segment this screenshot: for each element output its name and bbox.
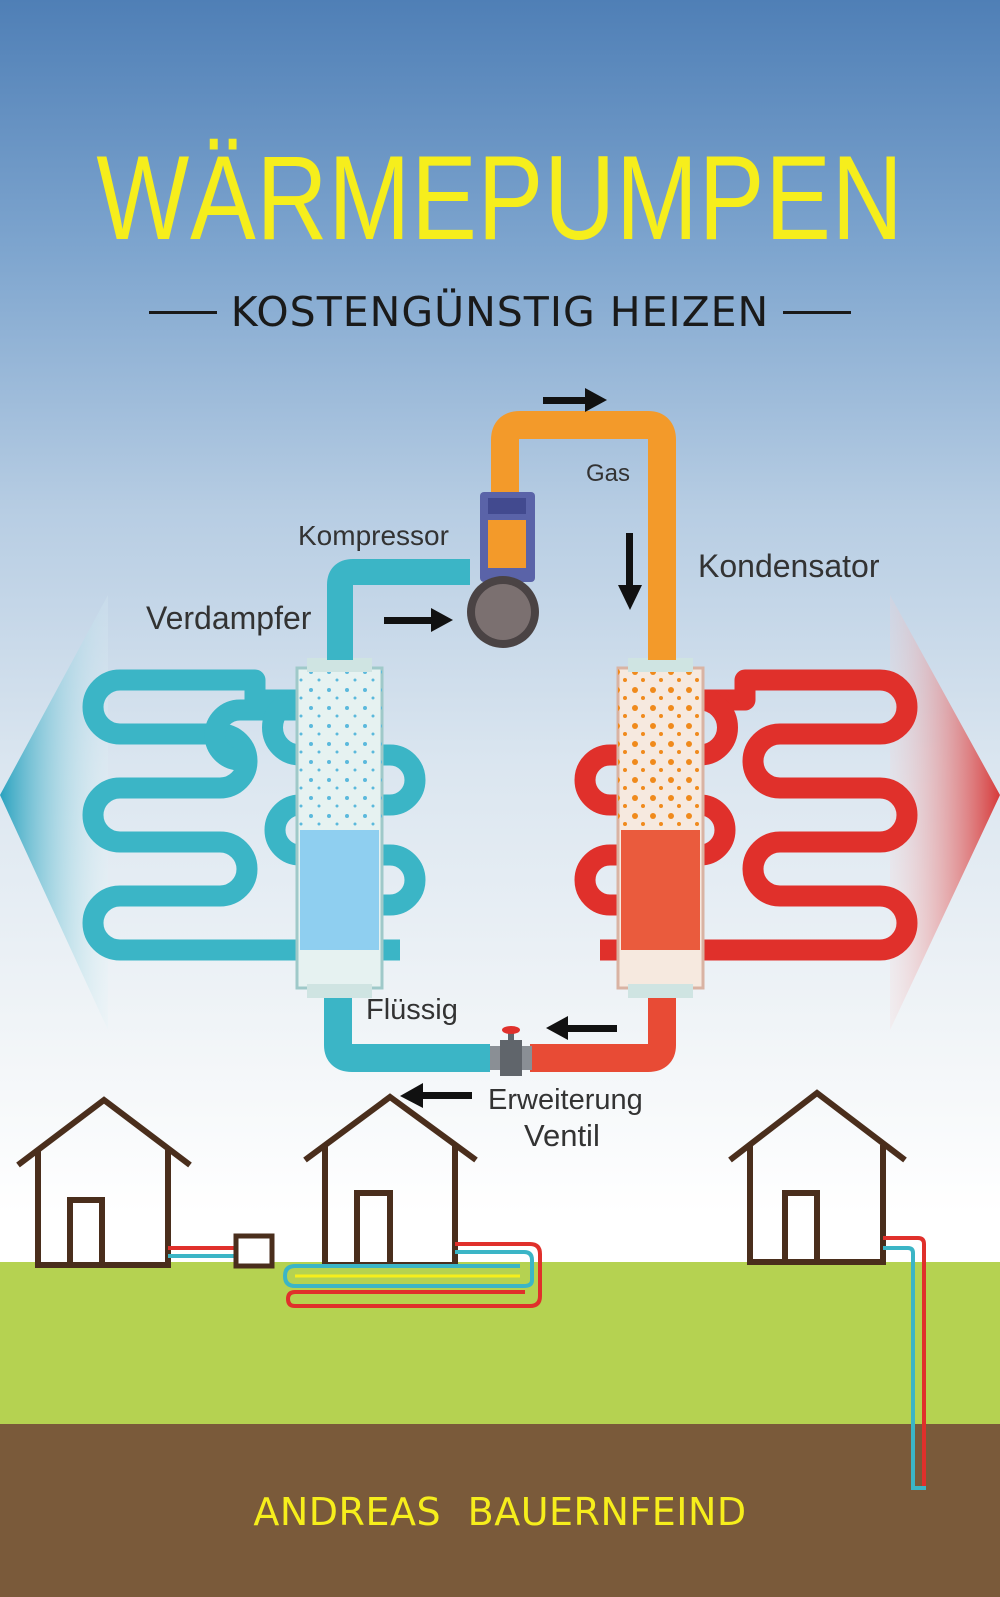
evaporator-liquid [300, 830, 379, 950]
liquid-pipe-blue [324, 998, 490, 1072]
flow-arrow-top [543, 388, 607, 412]
warm-air-arrow [890, 595, 1000, 1030]
compressor [467, 492, 539, 648]
label-ventil: Ventil [524, 1118, 600, 1153]
flow-arrow-down [618, 533, 642, 610]
ground-probe [883, 1236, 926, 1490]
outdoor-unit [233, 1233, 275, 1269]
label-gas: Gas [586, 460, 631, 487]
flow-arrow-liquid [546, 1016, 617, 1040]
expansion-valve [490, 1026, 532, 1076]
grass-band [0, 1262, 1000, 1424]
label-erweiterung: Erweiterung [488, 1084, 643, 1116]
label-kondensator: Kondensator [698, 548, 880, 584]
condenser-cap-top [628, 658, 693, 672]
air-source-pipes [168, 1246, 236, 1258]
label-kompressor: Kompressor [298, 520, 449, 551]
gas-pipe-orange [491, 411, 676, 660]
flow-arrow-valve [400, 1083, 472, 1108]
house-left [16, 1096, 192, 1268]
subtitle-rule-right [783, 310, 852, 314]
subtitle-rule-left [148, 310, 217, 314]
evaporator-gas-bubbles [297, 668, 382, 828]
ground-collector [282, 1242, 542, 1308]
flow-arrow-compressor [384, 608, 453, 632]
liquid-pipe-red [530, 998, 676, 1072]
house-right [728, 1089, 907, 1265]
condenser-liquid [621, 830, 700, 950]
label-fluessig: Flüssig [366, 994, 458, 1026]
soil-band [0, 1424, 1000, 1597]
cold-air-arrow [0, 595, 108, 1030]
condenser-gas-bubbles [618, 668, 703, 828]
label-verdampfer: Verdampfer [146, 600, 312, 636]
condenser-cap-bottom [628, 984, 693, 998]
book-author: ANDREAS BAUERNFEIND [253, 1490, 747, 1534]
book-title: WÄRMEPUMPEN [96, 131, 904, 265]
suction-pipe-blue [327, 559, 470, 660]
book-subtitle: KOSTENGÜNSTIG HEIZEN [230, 288, 770, 336]
evaporator-cap-top [307, 658, 372, 672]
house-middle [303, 1093, 478, 1268]
subtitle-row: KOSTENGÜNSTIG HEIZEN [0, 282, 1000, 342]
evaporator-cap-bottom [307, 984, 372, 998]
